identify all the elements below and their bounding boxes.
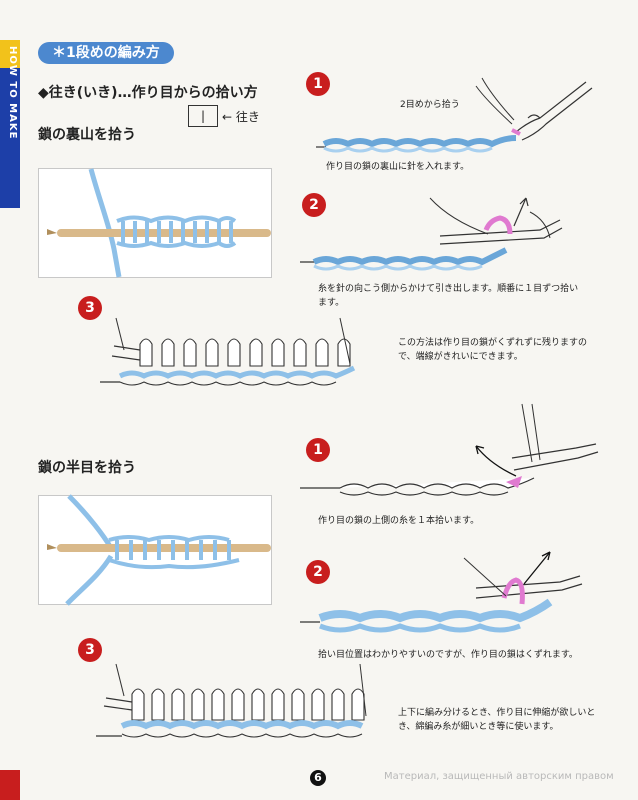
method2-step-3-caption: 上下に編み分けるとき、作り目に伸縮が欲しいとき、綿編み糸が細いとき等に使います。: [398, 708, 596, 732]
stitch-symbol-label: ← 往き: [222, 110, 260, 124]
method2-step-2-caption: 拾い目位置はわかりやすいのですが、作り目の鎖はくずれます。: [318, 650, 578, 660]
method2-step-1-illustration: [300, 403, 599, 496]
method1-step-1-badge: 1: [306, 72, 330, 96]
side-tab-accent: [0, 40, 20, 68]
method1-step-1-illustration: [316, 77, 593, 153]
method2-step-3-badge: 3: [78, 638, 102, 662]
method1-step-3-caption: この方法は作り目の鎖がくずれずに残りますので、端線がきれいにできます。: [398, 338, 588, 362]
method1-step-2-badge: 2: [302, 193, 326, 217]
method2-step-1-caption: 作り目の鎖の上側の糸を１本拾います。: [318, 516, 480, 526]
method1-step-3-badge: 3: [78, 296, 102, 320]
section-title: ＊1段めの編み方: [38, 42, 174, 64]
method2-step-2-badge: 2: [306, 560, 330, 584]
method1-step-2-caption: 糸を針の向こう側からかけて引き出します。順番に１目ずつ拾います。: [318, 284, 579, 308]
page-number: 6: [310, 770, 326, 786]
method1-step-1-note: 2目めから拾う: [400, 100, 460, 110]
watermark: Материал, защищенный авторским правом: [384, 771, 614, 782]
method2-step-3-illustration: [96, 663, 367, 738]
method2-heading: 鎖の半目を拾う: [38, 460, 136, 476]
subtitle: ◆往き(いき)…作り目からの拾い方: [38, 85, 258, 101]
method1-heading: 鎖の裏山を拾う: [38, 127, 136, 143]
side-tab-bottom: [0, 770, 20, 800]
method1-photo-illustration: [47, 168, 271, 278]
method2-photo: [38, 494, 272, 606]
stitch-symbol-box: |: [188, 105, 218, 127]
method1-photo: [38, 168, 272, 278]
method1-step-1-caption: 作り目の鎖の裏山に針を入れます。: [326, 162, 470, 172]
method2-step-1-badge: 1: [306, 438, 330, 462]
method2-step-2-illustration: [300, 551, 583, 633]
method2-photo-illustration: [47, 494, 271, 606]
method1-step-3-illustration: [100, 317, 356, 386]
side-tab-label: HOW TO MAKE: [7, 46, 18, 140]
side-tab: [0, 68, 20, 208]
method1-step-2-illustration: [300, 197, 563, 271]
